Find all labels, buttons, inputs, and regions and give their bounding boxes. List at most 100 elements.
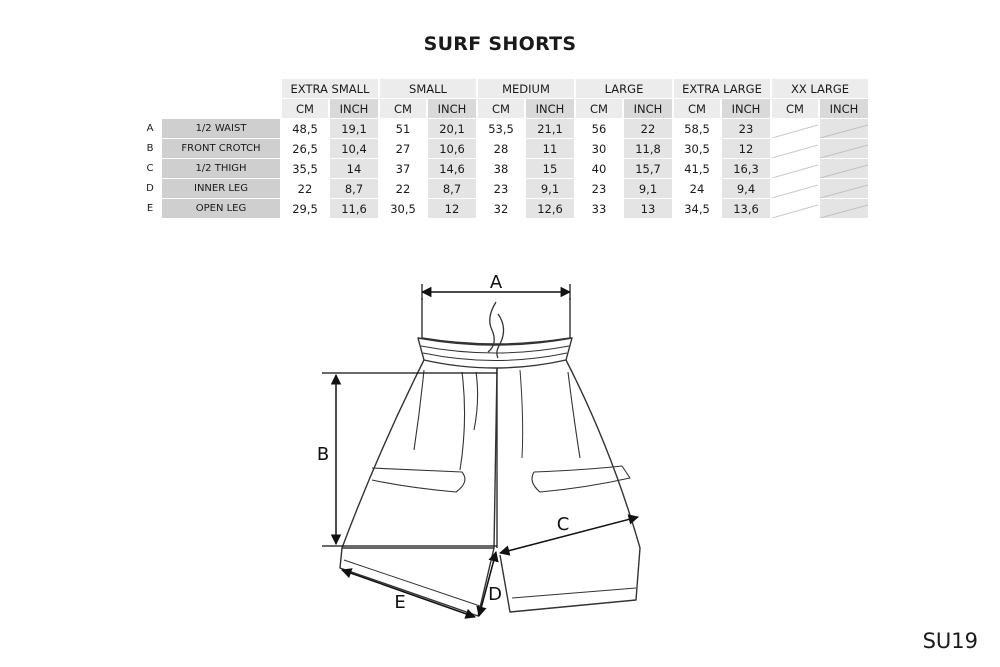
label-a: A xyxy=(490,272,503,293)
unit-header-cm: CM xyxy=(576,99,622,118)
value-cell: 20,1 xyxy=(428,119,476,138)
unit-header-inch: INCH xyxy=(330,99,378,118)
unit-header-inch: INCH xyxy=(428,99,476,118)
value-cell: 26,5 xyxy=(282,139,328,158)
measurement-label: 1/2 THIGH xyxy=(162,159,280,178)
value-cell: 24 xyxy=(674,179,720,198)
unit-header-inch: INCH xyxy=(624,99,672,118)
shorts-outline xyxy=(339,298,641,617)
value-cell: 21,1 xyxy=(526,119,574,138)
value-cell: 30 xyxy=(576,139,622,158)
row-letter: C xyxy=(146,163,154,174)
label-d: D xyxy=(488,584,502,605)
unit-header-row: CM INCH CM INCH CM INCH CM INCH CM INCH … xyxy=(140,99,868,118)
value-cell: 56 xyxy=(576,119,622,138)
empty-cell xyxy=(772,119,818,138)
value-cell: 9,1 xyxy=(624,179,672,198)
value-cell: 14,6 xyxy=(428,159,476,178)
value-cell: 22 xyxy=(380,179,426,198)
row-letter: E xyxy=(146,203,154,214)
measurement-label: OPEN LEG xyxy=(162,199,280,218)
table-row: A 1/2 WAIST 48,5 19,1 51 20,1 53,5 21,1 … xyxy=(140,119,868,138)
value-cell: 16,3 xyxy=(722,159,770,178)
table-row: C 1/2 THIGH 35,5 14 37 14,6 38 15 40 15,… xyxy=(140,159,868,178)
dimension-c: C xyxy=(498,514,640,556)
empty-cell xyxy=(820,159,868,178)
value-cell: 48,5 xyxy=(282,119,328,138)
unit-header-inch: INCH xyxy=(820,99,868,118)
value-cell: 23 xyxy=(722,119,770,138)
value-cell: 30,5 xyxy=(380,199,426,218)
value-cell: 13 xyxy=(624,199,672,218)
value-cell: 12 xyxy=(428,199,476,218)
empty-cell xyxy=(772,179,818,198)
value-cell: 11 xyxy=(526,139,574,158)
value-cell: 28 xyxy=(478,139,524,158)
unit-header-cm: CM xyxy=(282,99,328,118)
empty-cell xyxy=(820,139,868,158)
value-cell: 9,1 xyxy=(526,179,574,198)
page-title: SURF SHORTS xyxy=(423,33,577,55)
size-header: XX LARGE xyxy=(772,79,868,98)
unit-header-cm: CM xyxy=(772,99,818,118)
value-cell: 11,6 xyxy=(330,199,378,218)
size-header-row: EXTRA SMALL SMALL MEDIUM LARGE EXTRA LAR… xyxy=(140,79,868,98)
size-header: SMALL xyxy=(380,79,476,98)
empty-cell xyxy=(772,159,818,178)
label-c: C xyxy=(557,514,570,535)
unit-header-cm: CM xyxy=(674,99,720,118)
value-cell: 15,7 xyxy=(624,159,672,178)
product-code: SU19 xyxy=(922,629,978,653)
empty-cell xyxy=(820,119,868,138)
value-cell: 12 xyxy=(722,139,770,158)
dimension-a: A xyxy=(420,272,572,300)
value-cell: 22 xyxy=(624,119,672,138)
dimension-b: B xyxy=(317,372,497,547)
table-row: D INNER LEG 22 8,7 22 8,7 23 9,1 23 9,1 … xyxy=(140,179,868,198)
value-cell: 51 xyxy=(380,119,426,138)
value-cell: 37 xyxy=(380,159,426,178)
size-header: LARGE xyxy=(576,79,672,98)
value-cell: 13,6 xyxy=(722,199,770,218)
dimension-d: D xyxy=(476,550,502,618)
unit-header-inch: INCH xyxy=(526,99,574,118)
value-cell: 38 xyxy=(478,159,524,178)
value-cell: 53,5 xyxy=(478,119,524,138)
unit-header-cm: CM xyxy=(478,99,524,118)
value-cell: 30,5 xyxy=(674,139,720,158)
value-cell: 35,5 xyxy=(282,159,328,178)
value-cell: 23 xyxy=(478,179,524,198)
value-cell: 10,6 xyxy=(428,139,476,158)
value-cell: 23 xyxy=(576,179,622,198)
measurement-label: INNER LEG xyxy=(162,179,280,198)
row-letter: B xyxy=(146,143,154,154)
value-cell: 10,4 xyxy=(330,139,378,158)
row-letter: D xyxy=(146,183,154,194)
value-cell: 22 xyxy=(282,179,328,198)
label-b: B xyxy=(317,444,329,465)
measurement-label: FRONT CROTCH xyxy=(162,139,280,158)
unit-header-cm: CM xyxy=(380,99,426,118)
dimension-e: E xyxy=(341,568,476,619)
value-cell: 41,5 xyxy=(674,159,720,178)
value-cell: 11,8 xyxy=(624,139,672,158)
empty-cell xyxy=(820,179,868,198)
value-cell: 27 xyxy=(380,139,426,158)
row-letter: A xyxy=(146,123,154,134)
unit-header-inch: INCH xyxy=(722,99,770,118)
value-cell: 8,7 xyxy=(428,179,476,198)
table-row: E OPEN LEG 29,5 11,6 30,5 12 32 12,6 33 … xyxy=(140,199,868,218)
size-header: EXTRA LARGE xyxy=(674,79,770,98)
empty-cell xyxy=(820,199,868,218)
value-cell: 8,7 xyxy=(330,179,378,198)
value-cell: 12,6 xyxy=(526,199,574,218)
empty-cell xyxy=(772,199,818,218)
size-header: MEDIUM xyxy=(478,79,574,98)
table-row: B FRONT CROTCH 26,5 10,4 27 10,6 28 11 3… xyxy=(140,139,868,158)
value-cell: 58,5 xyxy=(674,119,720,138)
size-header: EXTRA SMALL xyxy=(282,79,378,98)
value-cell: 40 xyxy=(576,159,622,178)
value-cell: 15 xyxy=(526,159,574,178)
value-cell: 33 xyxy=(576,199,622,218)
